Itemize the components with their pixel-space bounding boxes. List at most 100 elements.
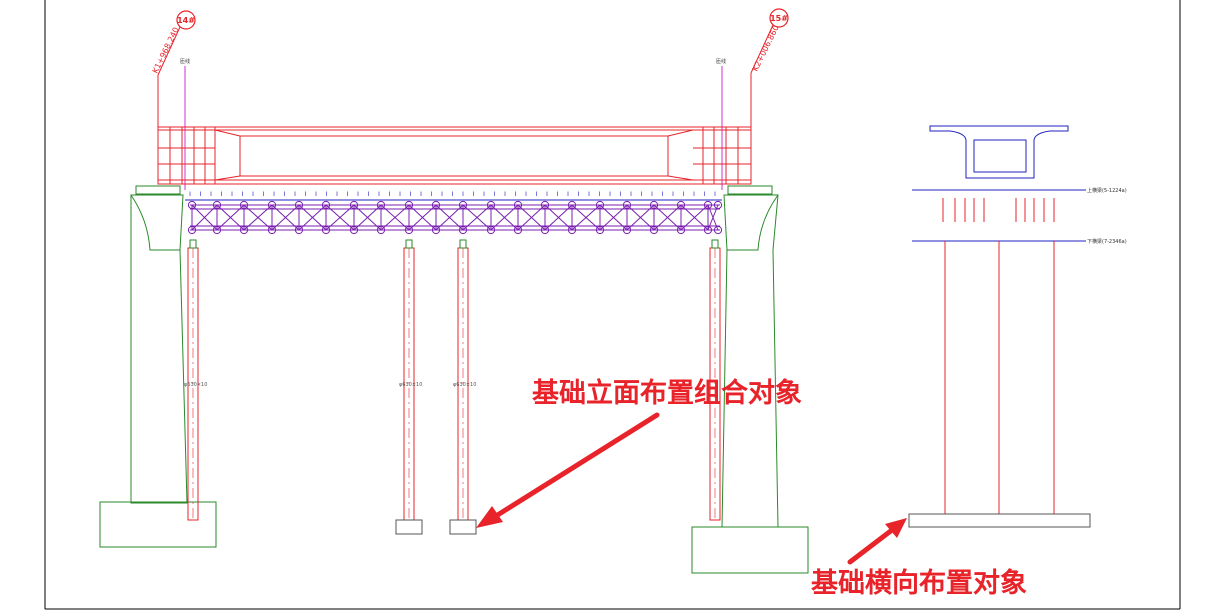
- truss-node: [486, 225, 496, 235]
- truss-node: [595, 225, 605, 235]
- truss-node: [239, 200, 249, 210]
- truss-node: [458, 200, 468, 210]
- bracket-marker: I: [273, 191, 275, 198]
- bracket-marker: I: [221, 191, 223, 198]
- truss-node: [513, 225, 523, 235]
- bracket-marker: I: [672, 191, 674, 198]
- bracket-marker: I: [431, 191, 433, 198]
- annotation-transverse: 基础横向布置对象: [811, 518, 1027, 599]
- pier-marker-14[interactable]: 14# K1+968.240 匝线: [151, 10, 196, 190]
- bracket-marker: I: [284, 191, 286, 198]
- truss-node: [267, 200, 277, 210]
- truss-node: [486, 200, 496, 210]
- truss-node: [649, 200, 659, 210]
- truss-node: [239, 225, 249, 235]
- truss-node: [713, 225, 723, 235]
- drawing-frame: [44, 0, 1181, 610]
- truss-node: [321, 225, 331, 235]
- truss-node: [431, 200, 441, 210]
- bracket-marker: I: [210, 191, 212, 198]
- truss-node: [404, 225, 414, 235]
- truss-node: [349, 200, 359, 210]
- bracket-marker: I: [693, 191, 695, 198]
- pier-label-15: 15#: [770, 14, 788, 23]
- bracket-marker: I: [714, 191, 716, 198]
- bracket-marker: I: [483, 191, 485, 198]
- bracket-marker: I: [305, 191, 307, 198]
- box-girder-section: [929, 125, 1069, 179]
- truss-node: [212, 200, 222, 210]
- annotation-elevation-text: 基础立面布置组合对象: [532, 377, 802, 409]
- note-label-14: 匝线: [180, 58, 190, 65]
- truss-node: [267, 225, 277, 235]
- cross-section-view[interactable]: 上横梁(5-1224a) 下横梁(7-2346a): [908, 125, 1127, 528]
- truss-node: [649, 225, 659, 235]
- lower-beam-label: 下横梁(7-2346a): [1087, 238, 1127, 245]
- annotation-transverse-text: 基础横向布置对象: [811, 567, 1027, 599]
- bracket-marker: I: [189, 191, 191, 198]
- transverse-foundation[interactable]: [908, 513, 1091, 528]
- truss-node: [513, 200, 523, 210]
- note-label-15: 匝线: [716, 58, 726, 65]
- bracket-marker: I: [231, 191, 233, 198]
- truss-node: [540, 200, 550, 210]
- upper-beam-label: 上横梁(5-1224a): [1087, 187, 1127, 194]
- station-label-15: K2+006.860: [751, 24, 781, 73]
- annotation-elevation: 基础立面布置组合对象: [476, 377, 802, 528]
- truss-node: [703, 225, 713, 235]
- bracket-marker: I: [263, 191, 265, 198]
- bracket-marker: I: [242, 191, 244, 198]
- bracket-marker: I: [420, 191, 422, 198]
- pipe-label-1: φ630×10: [184, 382, 207, 388]
- bracket-marker: I: [389, 191, 391, 198]
- truss-node: [703, 200, 713, 210]
- truss-node: [622, 200, 632, 210]
- truss-node: [713, 200, 723, 210]
- bracket-marker: I: [336, 191, 338, 198]
- steel-truss[interactable]: [187, 200, 723, 235]
- truss-node: [321, 200, 331, 210]
- bracket-marker: I: [410, 191, 412, 198]
- bracket-marker: I: [609, 191, 611, 198]
- bracket-marker: I: [252, 191, 254, 198]
- bracket-marker: I: [368, 191, 370, 198]
- bracket-marker: I: [567, 191, 569, 198]
- bracket-marker: I: [357, 191, 359, 198]
- steel-pipe-columns[interactable]: [187, 239, 721, 521]
- truss-node: [376, 225, 386, 235]
- truss-node: [294, 200, 304, 210]
- bracket-marker: I: [378, 191, 380, 198]
- bracket-marker: I: [641, 191, 643, 198]
- bracket-marker: I: [294, 191, 296, 198]
- truss-node: [458, 225, 468, 235]
- bracket-marker: I: [399, 191, 401, 198]
- pipe-label-3: φ630×10: [453, 382, 476, 388]
- truss-node: [567, 200, 577, 210]
- bracket-marker: I: [662, 191, 664, 198]
- bracket-marker: I: [620, 191, 622, 198]
- pipe-footings[interactable]: [395, 519, 477, 535]
- truss-node: [376, 200, 386, 210]
- bracket-marker: I: [452, 191, 454, 198]
- bracket-marker: I: [315, 191, 317, 198]
- truss-node: [567, 225, 577, 235]
- bracket-marker: I: [704, 191, 706, 198]
- pier-15-body[interactable]: [691, 185, 809, 574]
- truss-node: [294, 225, 304, 235]
- pier-14-body[interactable]: [99, 185, 217, 548]
- bracket-ticks: [942, 198, 1055, 222]
- bracket-marker: I: [462, 191, 464, 198]
- truss-node: [404, 200, 414, 210]
- bracket-marker: I: [578, 191, 580, 198]
- box-girder-elevation[interactable]: [157, 126, 752, 185]
- bracket-marker: I: [326, 191, 328, 198]
- pier-label-14: 14#: [177, 16, 195, 25]
- truss-node: [212, 225, 222, 235]
- pier-marker-15[interactable]: 15# K2+006.860 匝线: [716, 8, 789, 190]
- bracket-marker: I: [525, 191, 527, 198]
- station-label-14: K1+968.240: [151, 26, 181, 75]
- bracket-marker: I: [546, 191, 548, 198]
- bracket-marker: I: [473, 191, 475, 198]
